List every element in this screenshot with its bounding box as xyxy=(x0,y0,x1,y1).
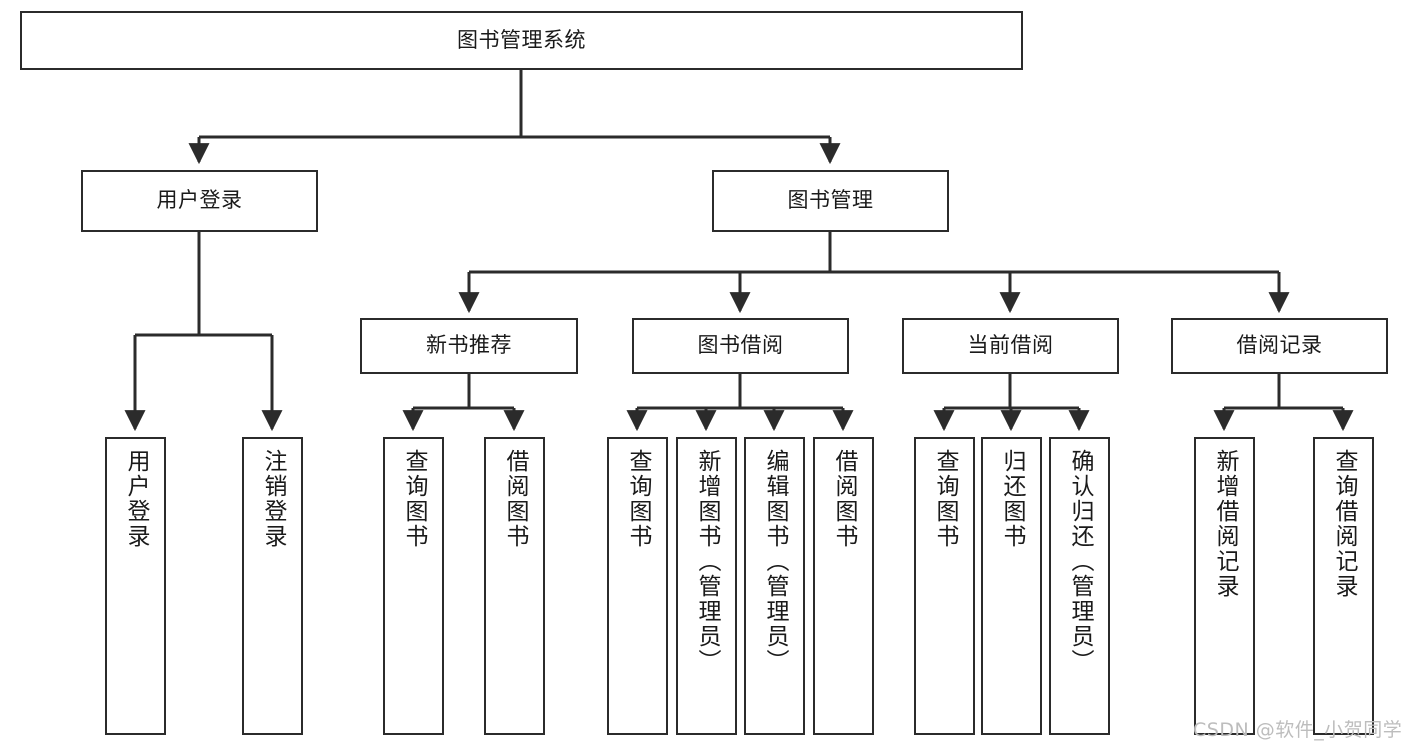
node-leaf-borrow-book-2[interactable]: 借阅图书 xyxy=(813,437,874,735)
node-leaf-user-login[interactable]: 用户登录 xyxy=(105,437,166,735)
node-leaf-add-record[interactable]: 新增借阅记录 xyxy=(1194,437,1255,735)
node-leaf-borrow-book-1-label: 借阅图书 xyxy=(502,449,528,549)
node-leaf-confirm-return-label: 确认归还（管理员） xyxy=(1067,449,1093,674)
node-leaf-edit-book-label: 编辑图书（管理员） xyxy=(762,449,788,674)
node-leaf-confirm-return[interactable]: 确认归还（管理员） xyxy=(1049,437,1110,735)
node-leaf-query-book-1-label: 查询图书 xyxy=(401,449,427,549)
node-leaf-add-book[interactable]: 新增图书（管理员） xyxy=(676,437,737,735)
node-book-manage-label: 图书管理 xyxy=(787,188,874,213)
node-borrow-record-label: 借阅记录 xyxy=(1236,333,1323,358)
node-leaf-user-logout-label: 注销登录 xyxy=(260,449,286,549)
node-current-borrow[interactable]: 当前借阅 xyxy=(902,318,1119,374)
node-leaf-query-book-1[interactable]: 查询图书 xyxy=(383,437,444,735)
node-leaf-query-book-3[interactable]: 查询图书 xyxy=(914,437,975,735)
node-leaf-return-book[interactable]: 归还图书 xyxy=(981,437,1042,735)
node-book-manage[interactable]: 图书管理 xyxy=(712,170,949,232)
node-leaf-user-login-label: 用户登录 xyxy=(123,449,149,549)
node-leaf-user-logout[interactable]: 注销登录 xyxy=(242,437,303,735)
node-leaf-add-book-label: 新增图书（管理员） xyxy=(694,449,720,674)
node-root-label: 图书管理系统 xyxy=(457,27,586,52)
node-leaf-query-book-2[interactable]: 查询图书 xyxy=(607,437,668,735)
node-new-book-recommend-label: 新书推荐 xyxy=(426,333,512,358)
node-leaf-edit-book[interactable]: 编辑图书（管理员） xyxy=(744,437,805,735)
node-leaf-query-book-2-label: 查询图书 xyxy=(625,449,651,549)
node-leaf-return-book-label: 归还图书 xyxy=(999,449,1025,549)
node-borrow-record[interactable]: 借阅记录 xyxy=(1171,318,1388,374)
node-new-book-recommend[interactable]: 新书推荐 xyxy=(360,318,578,374)
node-user-login-label: 用户登录 xyxy=(156,188,243,213)
node-current-borrow-label: 当前借阅 xyxy=(967,333,1054,358)
node-root[interactable]: 图书管理系统 xyxy=(20,11,1023,70)
node-book-borrow[interactable]: 图书借阅 xyxy=(632,318,849,374)
node-leaf-query-record-label: 查询借阅记录 xyxy=(1331,449,1357,599)
node-leaf-borrow-book-2-label: 借阅图书 xyxy=(831,449,857,549)
node-book-borrow-label: 图书借阅 xyxy=(697,333,784,358)
node-user-login[interactable]: 用户登录 xyxy=(81,170,318,232)
csdn-watermark: CSDN @软件_小贺同学 xyxy=(1193,719,1403,741)
node-leaf-add-record-label: 新增借阅记录 xyxy=(1212,449,1238,599)
node-leaf-query-record[interactable]: 查询借阅记录 xyxy=(1313,437,1374,735)
node-leaf-query-book-3-label: 查询图书 xyxy=(932,449,958,549)
node-leaf-borrow-book-1[interactable]: 借阅图书 xyxy=(484,437,545,735)
